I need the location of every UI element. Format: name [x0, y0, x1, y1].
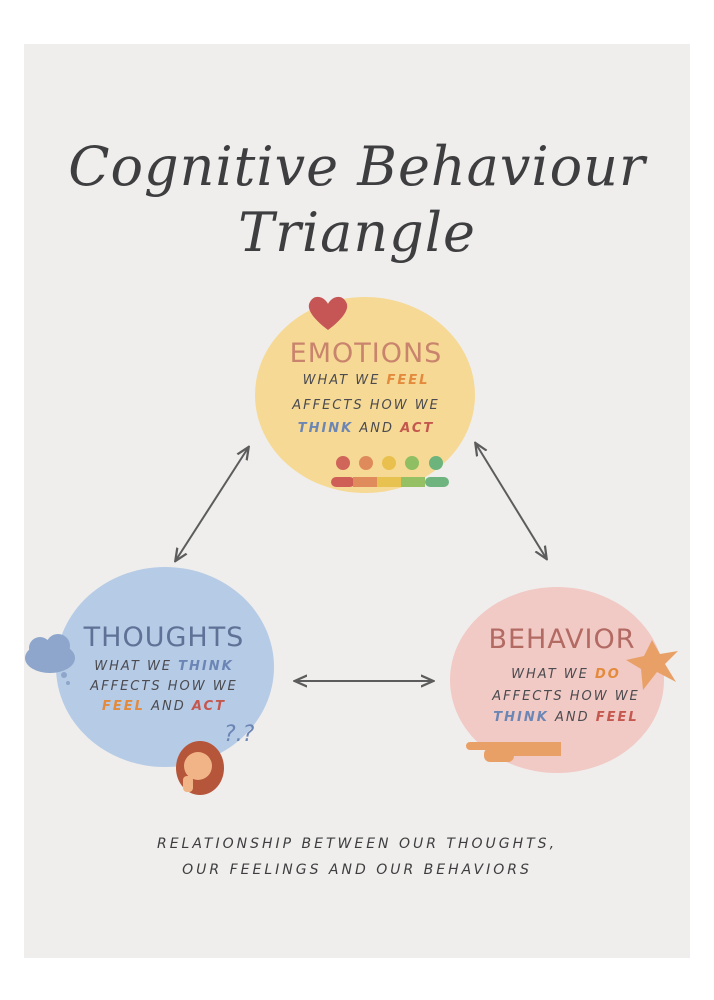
emotions-kw-act: ACT — [400, 421, 435, 436]
caption-line-2: OUR FEELINGS AND OUR BEHAVIORS — [182, 862, 532, 878]
thoughts-kw-feel: FEEL — [102, 699, 145, 714]
emotions-kw-feel: FEEL — [386, 373, 430, 388]
thoughts-line-1: WHAT WE THINK — [34, 659, 294, 674]
pointing-hand-icon — [466, 742, 561, 762]
behavior-kw-think: THINK — [493, 710, 549, 725]
behavior-heading: BEHAVIOR — [488, 624, 636, 655]
thinking-woman-icon — [176, 741, 224, 795]
thoughts-circle — [56, 567, 274, 767]
thoughts-kw-act: ACT — [191, 699, 226, 714]
behavior-line-1: WHAT WE DO — [436, 667, 696, 682]
thoughts-heading: THOUGHTS — [83, 622, 245, 653]
emotions-heading: EMOTIONS — [289, 338, 443, 369]
behavior-kw-feel: FEEL — [595, 710, 639, 725]
thoughts-line-3: FEEL AND ACT — [34, 699, 294, 714]
heart-icon — [308, 296, 348, 330]
emotions-line-2: AFFECTS HOW WE — [292, 398, 440, 413]
behavior-and: AND — [554, 710, 590, 725]
thoughts-and: AND — [151, 699, 186, 714]
caption-line-1: RELATIONSHIP BETWEEN OUR THOUGHTS, — [156, 836, 558, 852]
emotions-line-3: THINK AND ACT — [236, 421, 496, 436]
behavior-kw-do: DO — [595, 667, 621, 682]
question-marks: ?.? — [224, 722, 255, 747]
star-burst-icon — [626, 640, 678, 690]
title-line-1: Cognitive Behaviour — [68, 135, 646, 198]
emotions-line-1: WHAT WE FEEL — [236, 373, 496, 388]
emotions-text: WHAT WE — [302, 373, 381, 388]
thoughts-kw-think: THINK — [178, 659, 234, 674]
cloud-icon — [25, 634, 75, 685]
behavior-line-2: AFFECTS HOW WE — [492, 689, 640, 704]
thoughts-line-2: AFFECTS HOW WE — [90, 679, 238, 694]
emotions-kw-think: THINK — [297, 421, 354, 436]
behavior-text: WHAT WE — [511, 667, 589, 682]
poster-background — [24, 44, 690, 958]
arrow-emotions-thoughts — [176, 448, 248, 560]
mood-faces-icon — [331, 456, 449, 487]
arrow-emotions-behavior — [476, 444, 546, 558]
emotions-and: AND — [359, 421, 395, 436]
title-line-2: Triangle — [238, 201, 476, 264]
behavior-line-3: THINK AND FEEL — [436, 710, 696, 725]
thoughts-text: WHAT WE — [94, 659, 173, 674]
